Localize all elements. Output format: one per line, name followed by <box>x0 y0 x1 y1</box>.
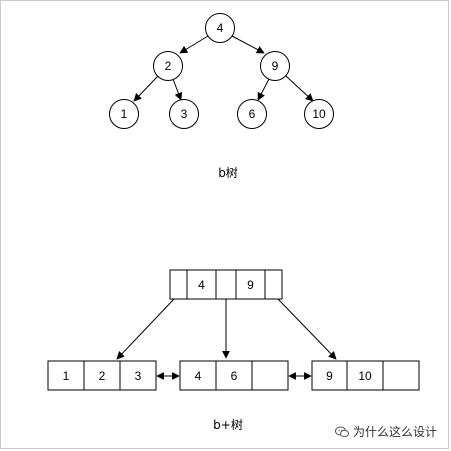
btree-node-left-right: 3 <box>169 99 199 129</box>
edge-2-3 <box>172 78 183 101</box>
watermark: 为什么这么设计 <box>334 423 437 440</box>
bplus-root-key-1: 4 <box>198 278 205 292</box>
bplus-root-key-2: 9 <box>247 278 254 292</box>
edge-9-10 <box>285 75 314 102</box>
btree-node-root: 4 <box>205 13 235 43</box>
bplustree-caption: b+树 <box>213 417 243 432</box>
btree-node-left-left: 1 <box>109 99 139 129</box>
bplus-leaf-1-key-2: 2 <box>99 369 106 383</box>
wechat-logo-icon <box>334 426 349 437</box>
btree-node-right-right: 10 <box>304 99 334 129</box>
btree-node-left-left-label: 1 <box>121 107 128 121</box>
btree-edges <box>133 35 314 102</box>
edge-4-2 <box>179 35 209 54</box>
bplus-leaf-1-key-1: 1 <box>63 369 70 383</box>
btree-node-right-right-label: 10 <box>312 107 326 121</box>
edge-2-1 <box>133 75 159 102</box>
btree-node-root-label: 4 <box>217 21 224 35</box>
bplus-leaf-2 <box>179 360 289 391</box>
btree-node-left-label: 2 <box>165 59 172 73</box>
bplus-leaf-3 <box>311 360 420 391</box>
edge-9-6 <box>257 78 270 101</box>
bplus-leaf-1-key-3: 3 <box>135 369 142 383</box>
edge-4-9 <box>231 35 265 54</box>
btree-node-right-left-label: 6 <box>249 107 256 121</box>
bplus-root-node <box>169 269 283 300</box>
bplus-leaf-1 <box>47 360 157 391</box>
bplus-leaf-3-key-1: 9 <box>326 369 333 383</box>
bplus-leaf-2-key-1: 4 <box>195 369 202 383</box>
bplus-edges <box>116 298 337 380</box>
bplus-leaf-3-key-2: 10 <box>358 369 372 383</box>
btree-caption: b树 <box>218 165 238 180</box>
btree-node-right: 9 <box>260 51 290 81</box>
btree-node-right-label: 9 <box>272 59 279 73</box>
watermark-text: 为什么这么设计 <box>352 425 437 439</box>
btree-node-left-right-label: 3 <box>181 107 188 121</box>
btree-node-left: 2 <box>153 51 183 81</box>
edge-root-leaf1 <box>116 298 175 360</box>
btree-node-right-left: 6 <box>237 99 267 129</box>
bplus-leaf-2-key-2: 6 <box>231 369 238 383</box>
edge-root-leaf3 <box>277 298 337 360</box>
